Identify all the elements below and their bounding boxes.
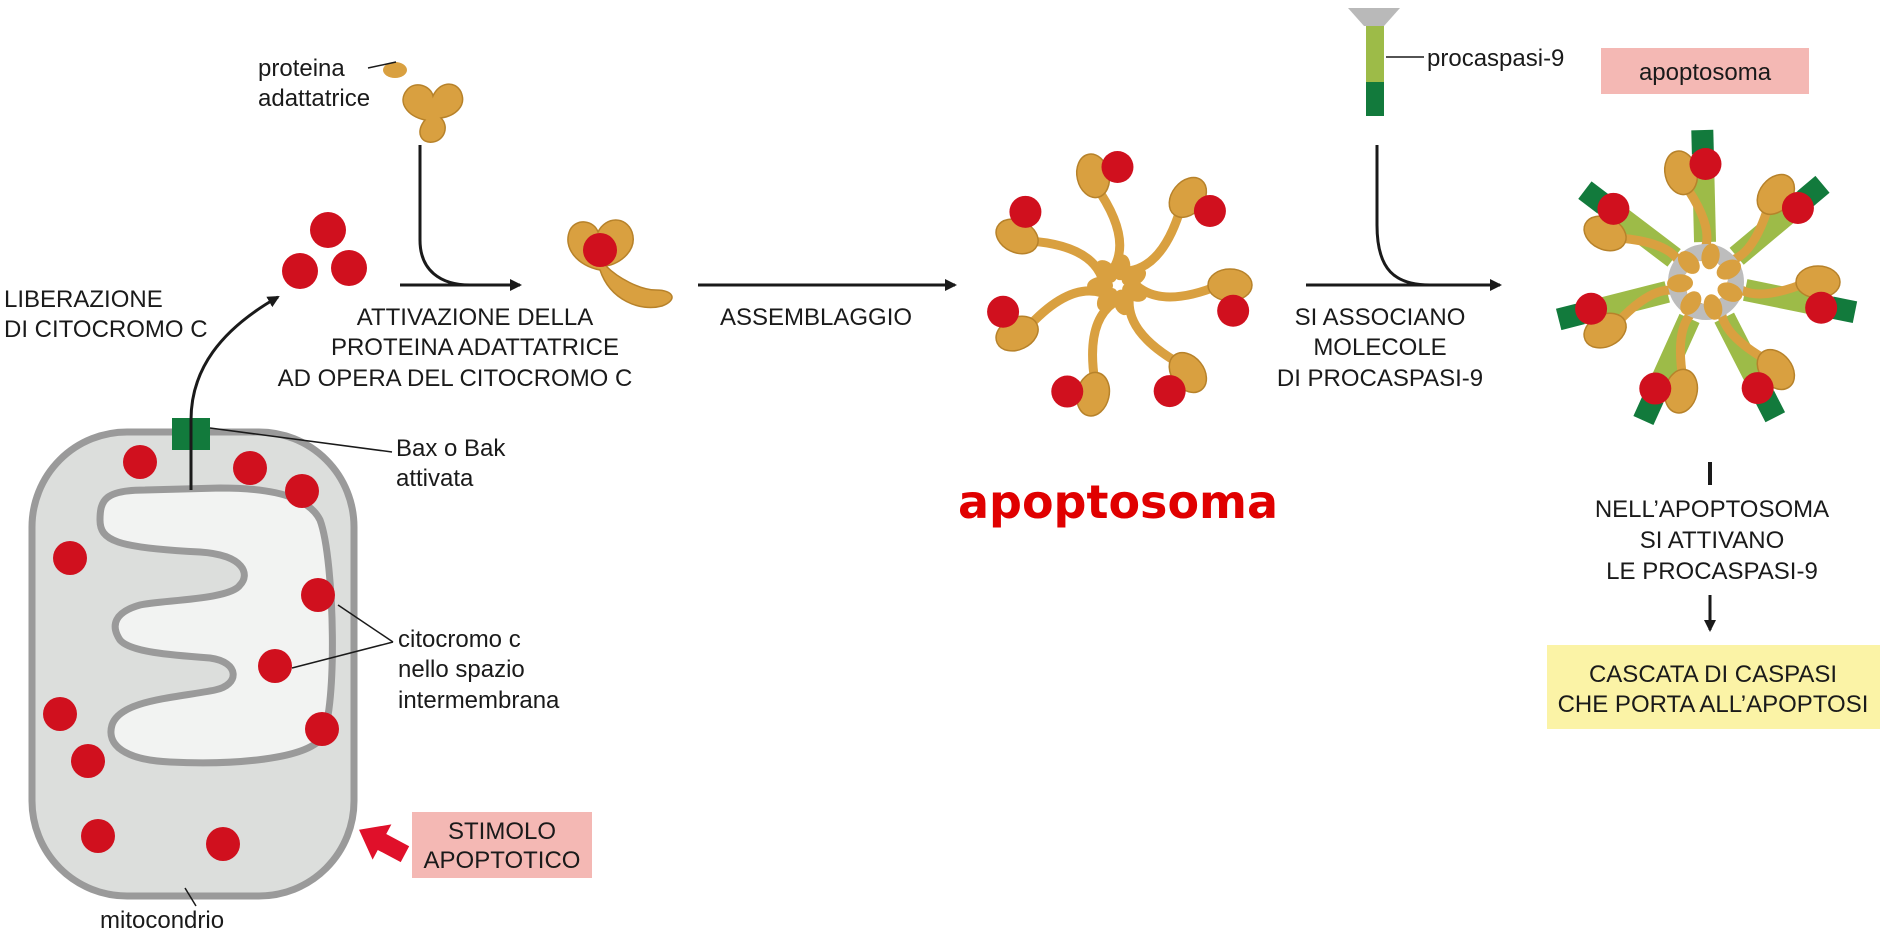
mitochondrion <box>28 418 358 900</box>
adaptor-core <box>1677 251 1700 274</box>
release-arrow <box>189 295 280 490</box>
assembly-label: ASSEMBLAGGIO <box>720 304 912 331</box>
cytochrome-c <box>285 474 319 508</box>
procaspase-label: procaspasi-9 <box>1427 45 1564 72</box>
cytochrome-c <box>123 445 157 479</box>
cytochrome-leader-2 <box>291 641 394 669</box>
adaptor-core <box>1717 282 1743 302</box>
apoptosome-box-label: apoptosoma <box>1639 59 1772 86</box>
adaptor-arm <box>1090 181 1125 272</box>
cytochrome-c <box>1051 375 1084 408</box>
mitochondrion-cristae <box>96 484 336 767</box>
cytochrome-label-3: intermembrana <box>398 687 560 714</box>
activation-note-1: NELL’APOPTOSOMA <box>1595 496 1829 523</box>
cytochrome-c <box>305 712 339 746</box>
activated-adaptor <box>567 219 673 309</box>
cytochrome-c <box>1741 372 1774 405</box>
adaptor-core <box>1095 260 1118 283</box>
cytochrome-c <box>53 541 87 575</box>
cytochrome-c <box>1575 292 1608 325</box>
cytochrome-c <box>1101 151 1134 184</box>
activation-input-arrow <box>418 145 522 291</box>
adaptor-label-2: adattatrice <box>258 85 370 112</box>
cytochrome-c <box>1781 192 1814 225</box>
procaspase-9 <box>1348 8 1400 116</box>
association-label-1: SI ASSOCIANO <box>1295 304 1466 331</box>
activation-label-2: PROTEINA ADATTATRICE <box>331 334 619 361</box>
cytochrome-c <box>233 451 267 485</box>
stimulus-box <box>412 812 592 878</box>
adaptor-core <box>1703 294 1723 320</box>
caspase-cascade-box <box>1547 645 1880 729</box>
adaptor-core <box>1667 274 1694 293</box>
cytochrome-c <box>1805 291 1838 324</box>
released-cytochrome-cluster <box>282 212 367 289</box>
bax-label-1: Bax o Bak <box>396 435 506 462</box>
procaspase-9-cap <box>1348 8 1400 26</box>
cascade-line-2: CHE PORTA ALL’APOPTOSI <box>1558 691 1869 718</box>
release-label-1: LIBERAZIONE <box>4 286 163 313</box>
procaspase-9-catalytic <box>1366 82 1384 116</box>
cytochrome-c <box>1217 294 1250 327</box>
apoptosome-middle <box>987 151 1253 417</box>
activation-note-2: SI ATTIVANO <box>1640 527 1784 554</box>
stimulus-line-2: APOPTOTICO <box>424 847 581 874</box>
cytochrome-label-2: nello spazio <box>398 656 525 683</box>
adaptor-core <box>1113 289 1133 316</box>
adaptor-core <box>1701 243 1720 270</box>
procaspase-9-prodomain <box>1366 26 1384 82</box>
adaptor-core <box>1121 266 1147 287</box>
mito-leader <box>184 887 197 907</box>
adaptor-leader <box>367 61 397 69</box>
cytochrome-c <box>43 697 77 731</box>
cytochrome-c <box>1689 148 1722 181</box>
apoptosome-label-box <box>1601 48 1809 94</box>
bax-label-2: attivata <box>396 465 474 492</box>
cytochrome-leader-1 <box>337 604 394 643</box>
cytochrome-c <box>81 819 115 853</box>
apoptosome-with-procaspase <box>1555 129 1858 426</box>
association-label-3: DI PROCASPASI-9 <box>1277 365 1483 392</box>
mitochondrion-label: mitocondrio <box>100 907 224 934</box>
cytochrome-c <box>1639 372 1672 405</box>
adaptor-core <box>1716 259 1742 280</box>
cytochrome-c <box>987 295 1020 328</box>
cytochrome-c <box>1597 192 1630 225</box>
cytochrome-c-dots <box>43 445 339 861</box>
bax-leader <box>209 427 393 453</box>
apoptosome-title: apoptosoma <box>958 475 1278 529</box>
cytochrome-c <box>206 827 240 861</box>
association-input-arrow <box>1375 145 1502 291</box>
activation-label-3: AD OPERA DEL CITOCROMO C <box>278 365 633 392</box>
cytochrome-c <box>71 744 105 778</box>
cytochrome-c <box>1009 195 1042 228</box>
stimulus-arrow <box>359 824 410 863</box>
activation-label-1: ATTIVAZIONE DELLA <box>357 304 594 331</box>
stimulus-line-1: STIMOLO <box>448 818 556 845</box>
cytochrome-c <box>1153 375 1186 408</box>
activation-note-3: LE PROCASPASI-9 <box>1606 558 1818 585</box>
adaptor-core <box>1680 291 1702 315</box>
cytochrome-c <box>301 578 335 612</box>
adaptor-label-1: proteina <box>258 55 345 82</box>
adaptor-protein <box>383 62 464 143</box>
cytochrome-c <box>1193 195 1226 228</box>
cytochrome-label-1: citocromo c <box>398 626 521 653</box>
cytochrome-c <box>258 649 292 683</box>
association-label-2: MOLECOLE <box>1313 334 1446 361</box>
release-label-2: DI CITOCROMO C <box>4 316 208 343</box>
cascade-line-1: CASCATA DI CASPASI <box>1589 661 1837 688</box>
